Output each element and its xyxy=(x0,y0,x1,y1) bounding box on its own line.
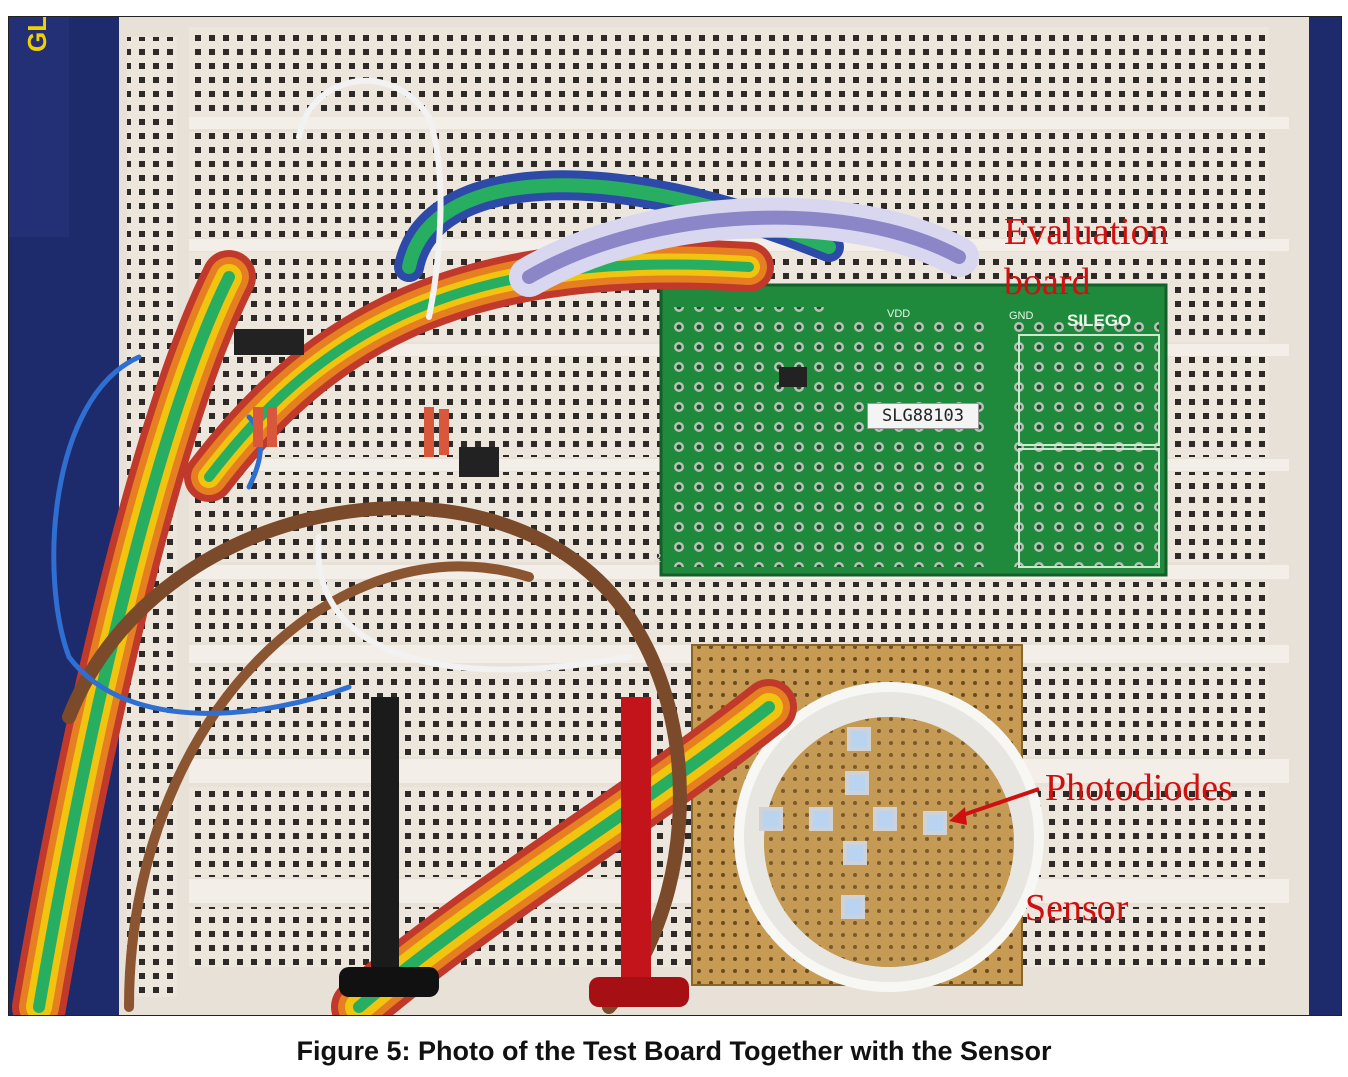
black-probe xyxy=(371,697,399,977)
vdd-marking: VDD xyxy=(887,308,911,320)
brand-strip xyxy=(9,17,69,237)
chip-label: SLG88103 xyxy=(867,403,979,429)
base-brand-text: GL xyxy=(22,16,52,52)
figure-caption: Figure 5: Photo of the Test Board Togeth… xyxy=(296,1036,1052,1066)
photo-frame: GL SLG88103 SILEGO VDD GND 2 Evaluation … xyxy=(8,16,1342,1016)
photodiode-array xyxy=(759,727,947,919)
pin-number-marking: 2 xyxy=(654,550,662,565)
sensor-label: Sensor xyxy=(1025,887,1129,929)
breadboard-photo xyxy=(9,17,1341,1015)
red-probe xyxy=(621,697,651,987)
silego-logo: SILEGO xyxy=(1067,311,1132,330)
board-label: board xyxy=(1004,261,1091,303)
gnd-marking: GND xyxy=(1009,310,1034,322)
photodiodes-label: Photodiodes xyxy=(1045,767,1233,809)
evaluation-label: Evaluation xyxy=(1004,211,1169,253)
